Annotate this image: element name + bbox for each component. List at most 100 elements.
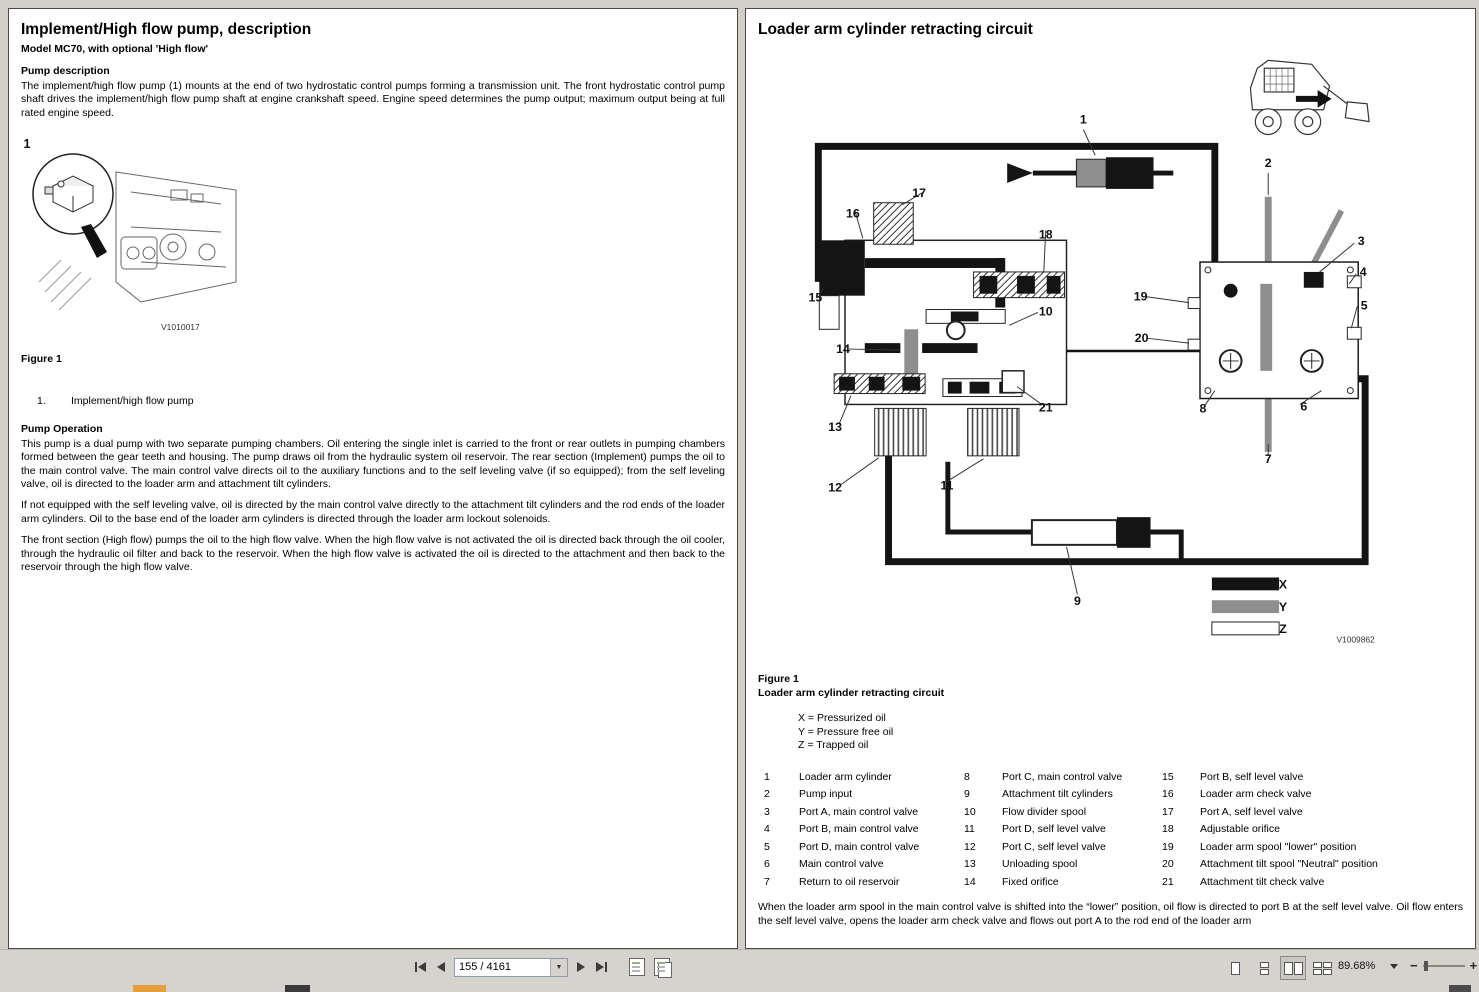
part-number: 3 — [764, 805, 770, 818]
part-number: 11 — [964, 823, 975, 836]
legend-key-z: Z — [1279, 622, 1287, 636]
continuous-pages-icon — [1259, 961, 1269, 975]
part-label: Attachment tilt spool "Neutral" position — [1200, 858, 1378, 871]
part-number: 14 — [964, 875, 976, 888]
continuous-view-button[interactable] — [1251, 956, 1277, 980]
previous-page-icon — [437, 962, 445, 972]
part-number: 17 — [1162, 805, 1174, 818]
document-page-left: Implement/High flow pump, description Mo… — [8, 8, 738, 949]
callout-8: 8 — [1200, 401, 1207, 415]
part-label: Port A, main control valve — [799, 805, 919, 818]
part-number: 9 — [964, 788, 970, 801]
zoom-slider-knob[interactable] — [1423, 961, 1428, 971]
previous-view-icon[interactable] — [629, 958, 645, 976]
zoom-out-button[interactable]: − — [1410, 958, 1418, 973]
flow-arrow — [1007, 163, 1033, 183]
single-page-icon — [1230, 961, 1240, 975]
taskbar-fragment-right — [1449, 985, 1471, 992]
document-page-right: Loader arm cylinder retracting circuit — [745, 8, 1476, 949]
pump-detail-icon — [44, 175, 95, 213]
part-label: Port D, main control valve — [799, 840, 920, 853]
previous-page-button[interactable] — [435, 957, 447, 977]
page-number-combo: ▼ — [454, 957, 568, 977]
next-view-icon[interactable] — [654, 958, 672, 978]
pump-figure-illustration: 1 V1010017 — [24, 137, 237, 332]
callout-18: 18 — [1039, 227, 1053, 241]
callout-15: 15 — [808, 291, 822, 305]
left-page-subtitle: Model MC70, with optional 'High flow' — [21, 43, 208, 55]
part-label: Main control valve — [799, 858, 884, 871]
attachment-tilt-cylinder — [1030, 517, 1151, 548]
facing-continuous-view-button[interactable] — [1309, 956, 1335, 980]
pump-operation-heading: Pump Operation — [21, 422, 103, 435]
chevron-down-icon: ▼ — [555, 963, 563, 971]
right-figure-label: Figure 1 — [758, 673, 799, 685]
machinery-sketch — [38, 171, 237, 311]
legend-line-y: Y = Pressure free oil — [798, 725, 894, 738]
part-number: 5 — [764, 840, 770, 853]
part-number: 4 — [764, 823, 770, 836]
page-combo-dropdown-button[interactable]: ▼ — [550, 958, 567, 976]
part-label: Attachment tilt cylinders — [1002, 788, 1113, 801]
callout-leader-lines — [818, 129, 1358, 595]
legend-key-y: Y — [1279, 600, 1288, 614]
part-label: Loader arm check valve — [1200, 788, 1312, 801]
part-label: Fixed orifice — [1002, 875, 1059, 888]
callout-9: 9 — [1074, 594, 1081, 608]
pressurized-oil-lines — [814, 142, 1369, 566]
callout-4: 4 — [1360, 265, 1367, 279]
callout-2: 2 — [1265, 156, 1272, 170]
figure-item-row: 1. Implement/high flow pump — [21, 395, 725, 407]
self-level-valve-assembly — [818, 202, 1068, 457]
pump-description-heading: Pump description — [21, 65, 110, 77]
left-page-title: Implement/High flow pump, description — [21, 21, 312, 38]
part-number: 12 — [964, 840, 976, 853]
legend-line-z: Z = Trapped oil — [798, 739, 869, 752]
facing-continuous-icon — [1312, 961, 1332, 975]
next-page-button[interactable] — [575, 957, 587, 977]
diagram-callouts: 1 2 3 4 5 6 7 8 9 10 11 12 13 14 15 16 1… — [808, 113, 1367, 609]
figure-code-left: V1010017 — [161, 322, 200, 332]
first-page-button[interactable] — [413, 957, 428, 977]
legend-line-x: X = Pressurized oil — [798, 712, 886, 724]
zoom-dropdown-icon[interactable] — [1390, 964, 1398, 969]
figure-callout-1: 1 — [24, 137, 31, 151]
bottom-edge-strip — [0, 985, 1479, 992]
oil-legend: X Y Z — [1211, 577, 1288, 636]
part-label: Loader arm cylinder — [799, 770, 892, 783]
part-number: 7 — [764, 875, 770, 888]
last-page-icon — [596, 962, 604, 972]
zoom-in-button[interactable]: + — [1469, 958, 1478, 973]
zoom-slider-track[interactable] — [1422, 961, 1465, 971]
figure-arrow — [81, 224, 107, 259]
callout-11: 11 — [940, 478, 953, 492]
part-number: 8 — [964, 770, 970, 783]
last-page-button[interactable] — [594, 957, 609, 977]
single-page-view-button[interactable] — [1222, 956, 1248, 980]
figure-code-right: V1009862 — [1336, 635, 1375, 645]
callout-13: 13 — [828, 420, 842, 434]
part-number: 16 — [1162, 788, 1174, 801]
page-number-input[interactable] — [455, 958, 550, 976]
taskbar-fragment-orange — [133, 985, 166, 992]
part-number: 13 — [964, 858, 976, 871]
pump-operation-p1: This pump is a dual pump with two separa… — [21, 437, 725, 490]
item-number: 1. — [37, 394, 46, 407]
part-number: 2 — [764, 788, 770, 801]
facing-pages-icon — [1283, 961, 1293, 975]
part-number: 20 — [1162, 858, 1174, 871]
zoom-level-label[interactable]: 89.68% — [1338, 960, 1376, 972]
right-figure-caption: Loader arm cylinder retracting circuit — [758, 686, 945, 699]
part-label: Port B, self level valve — [1200, 770, 1304, 783]
callout-19: 19 — [1134, 290, 1148, 304]
facing-view-button[interactable] — [1280, 956, 1306, 980]
circuit-description-paragraph: When the loader arm spool in the main co… — [758, 901, 1463, 927]
callout-20: 20 — [1135, 331, 1149, 345]
loader-arm-cylinder — [1075, 157, 1154, 189]
callout-6: 6 — [1300, 399, 1307, 413]
part-label: Pump input — [799, 788, 853, 801]
part-number: 18 — [1162, 823, 1174, 836]
callout-10: 10 — [1039, 304, 1053, 318]
skid-steer-loader-icon — [1249, 59, 1370, 136]
